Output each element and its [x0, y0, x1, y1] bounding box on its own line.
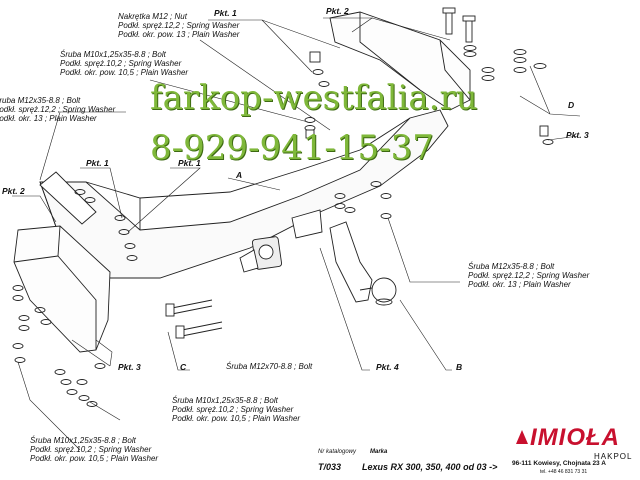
callout-bolt-m12x70: Śruba M12x70-8.8 ; Bolt — [226, 362, 313, 371]
callout-line: Podkł. spręż.10,2 ; Spring Washer — [30, 445, 152, 454]
hitch-logo-icon — [516, 430, 528, 444]
callout-line: Podkł. okr. 13 ; Plain Washer — [468, 280, 571, 289]
tag-pkt2-top: Pkt. 2 — [326, 6, 349, 16]
callout-line: Podkł. okr. pow. 13 ; Plain Washer — [118, 30, 240, 39]
callout-bolt-m10-bottom: Śruba M10x1,25x35-8.8 ; Bolt Podkł. sprę… — [30, 436, 158, 463]
tag-pkt3-left: Pkt. 3 — [118, 362, 141, 372]
callout-line: Śruba M10x1,25x35-8.8 ; Bolt — [30, 436, 136, 445]
callout-bolt-m10-mid: Śruba M10x1,25x35-8.8 ; Bolt Podkł. sprę… — [172, 396, 300, 423]
watermark-phone: 8-929-941-15-37 — [150, 128, 434, 168]
callout-line: Podkł. spręż.12,2 ; Spring Washer — [118, 21, 240, 30]
brand-logo-sub: HAKPOL — [594, 452, 633, 461]
tag-pkt2-left: Pkt. 2 — [2, 186, 25, 196]
callout-line: Śruba M12x35-8.8 ; Bolt — [0, 96, 81, 105]
callout-line: Podkł. okr. pow. 10,5 ; Plain Washer — [30, 454, 159, 463]
callout-bolt-m12-right: Śruba M12x35-8.8 ; Bolt Podkł. spręż.12,… — [468, 262, 589, 289]
tag-pkt1-top: Pkt. 1 — [214, 8, 237, 18]
watermark-site: farkop-westfalia.ru — [150, 78, 478, 118]
callout-line: Podkł. okr. 13 ; Plain Washer — [0, 114, 97, 123]
callout-line: Podkł. spręż.12,2 ; Spring Washer — [0, 105, 116, 114]
tag-d: D — [568, 100, 575, 110]
bolts-top-right — [309, 7, 554, 145]
callout-bolt-m12-left: Śruba M12x35-8.8 ; Bolt Podkł. spręż.12,… — [0, 96, 115, 123]
nut-stacks — [74, 117, 392, 261]
tag-c: C — [180, 362, 187, 372]
catalog-number: T/033 — [318, 462, 342, 472]
bolt-set-c — [165, 299, 223, 339]
brand-logo: IMIOŁA — [530, 424, 620, 451]
tag-pkt3-right: Pkt. 3 — [566, 130, 589, 140]
leader-lines — [12, 17, 581, 451]
callout-line: Podkł. spręż.12,2 ; Spring Washer — [468, 271, 590, 280]
callout-line: Śruba M10x1,25x35-8.8 ; Bolt — [60, 50, 166, 59]
tow-ball — [371, 277, 397, 303]
callout-line: Śruba M12x35-8.8 ; Bolt — [468, 262, 555, 271]
catalog-label: Nr katalogowy — [318, 449, 357, 455]
callout-line: Podkł. okr. pow. 10,5 ; Plain Washer — [60, 68, 189, 77]
callout-line: Podkł. okr. pow. 10,5 ; Plain Washer — [172, 414, 301, 423]
vehicle-model: Lexus RX 300, 350, 400 od 03 -> — [362, 462, 498, 472]
callout-line: Podkł. spręż.10,2 ; Spring Washer — [60, 59, 182, 68]
callout-line: Śruba M10x1,25x35-8.8 ; Bolt — [172, 396, 278, 405]
callout-line: Nakrętka M12 ; Nut — [118, 12, 187, 21]
tag-a: A — [236, 170, 243, 180]
ball-neck — [329, 221, 373, 303]
company-address: 96-111 Kowiesy, Chojnata 23 A — [512, 460, 606, 467]
tag-pkt1-mid: Pkt. 1 — [178, 158, 201, 168]
tag-b: B — [456, 362, 463, 372]
callout-nut-top: Nakrętka M12 ; Nut Podkł. spręż.12,2 ; S… — [118, 12, 239, 39]
brand-label: Marka — [370, 449, 388, 455]
company-phone: tel. +48 46 831 73 31 — [540, 469, 588, 475]
tag-pkt4: Pkt. 4 — [376, 362, 399, 372]
callout-line: Podkł. spręż.10,2 ; Spring Washer — [172, 405, 294, 414]
tag-pkt1-left: Pkt. 1 — [86, 158, 109, 168]
callout-bolt-m10-top: Śruba M10x1,25x35-8.8 ; Bolt Podkł. sprę… — [60, 50, 188, 77]
crossbar-a — [39, 109, 449, 279]
bolts-left — [12, 285, 106, 407]
